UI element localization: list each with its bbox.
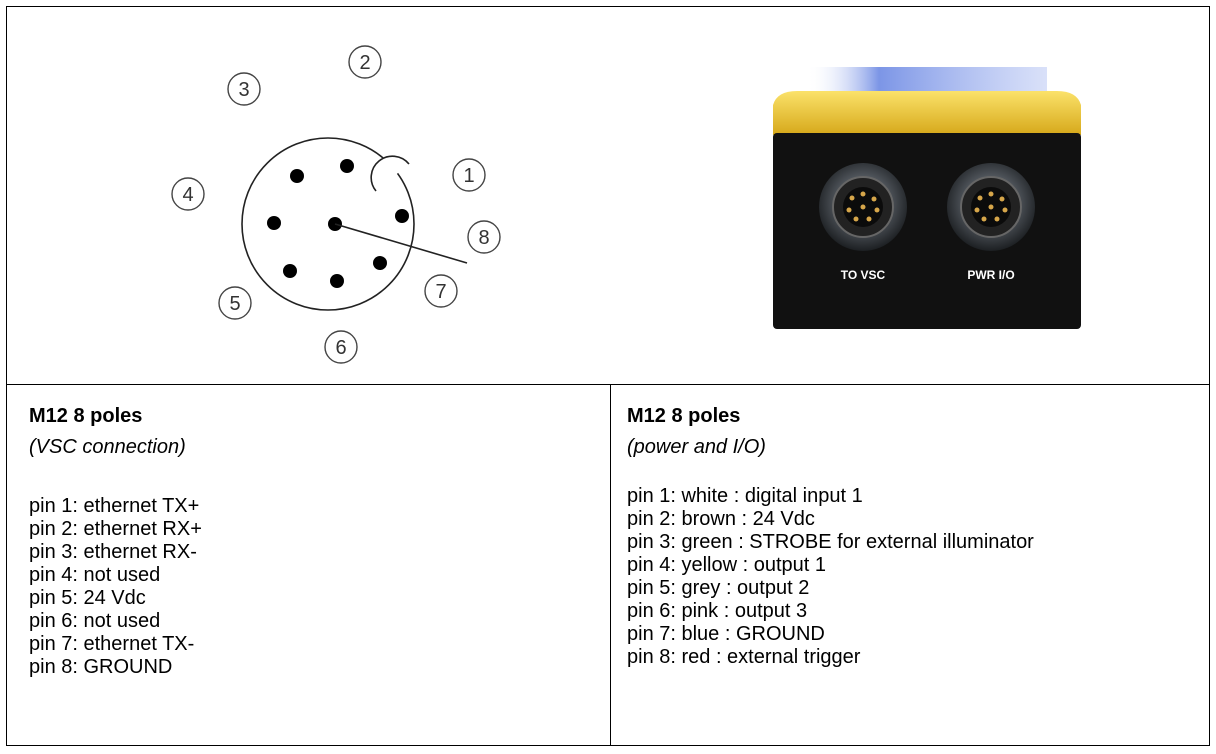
list-item: pin 2: ethernet RX+ (29, 518, 202, 540)
pin-label-7: 7 (424, 274, 458, 308)
left-title: M12 8 poles (29, 405, 143, 427)
list-item: pin 7: blue : GROUND (627, 623, 825, 645)
list-item: pin 8: GROUND (29, 656, 173, 678)
pin-label-8: 8 (467, 220, 501, 254)
pin-label-3: 3 (227, 72, 261, 106)
pinout-table: 1 2 3 4 5 6 7 8 (6, 6, 1210, 746)
list-item: pin 5: 24 Vdc (29, 587, 146, 609)
pin-dot-7 (373, 256, 387, 270)
svg-text:8: 8 (478, 227, 489, 249)
port-label-pwr-io: PWR I/O (967, 268, 1014, 282)
list-item: pin 6: not used (29, 610, 161, 632)
list-item: pin 1: ethernet TX+ (29, 495, 200, 517)
list-item: pin 3: green : STROBE for external illum… (627, 531, 1034, 553)
port-label-to-vsc: TO VSC (841, 268, 886, 282)
svg-text:6: 6 (335, 337, 346, 359)
right-title: M12 8 poles (627, 405, 741, 427)
connector-pin-diagram: 1 2 3 4 5 6 7 8 (171, 45, 501, 364)
svg-text:7: 7 (435, 281, 446, 303)
pin-dot-4 (267, 216, 281, 230)
svg-text:5: 5 (229, 293, 240, 315)
list-item: pin 6: pink : output 3 (627, 600, 808, 622)
yellow-housing (773, 91, 1081, 135)
list-item: pin 7: ethernet TX- (29, 633, 195, 655)
pin-dot-2 (340, 159, 354, 173)
right-pin-list: pin 1: white : digital input 1 pin 2: br… (627, 485, 1207, 669)
pin-dot-6 (330, 274, 344, 288)
pin-label-5: 5 (218, 286, 252, 320)
list-item: pin 8: red : external trigger (627, 646, 861, 668)
pin-label-2: 2 (348, 45, 382, 79)
pin-label-1: 1 (452, 158, 486, 192)
list-item: pin 2: brown : 24 Vdc (627, 508, 815, 530)
svg-text:2: 2 (359, 52, 370, 74)
svg-text:1: 1 (463, 165, 474, 187)
list-item: pin 4: yellow : output 1 (627, 554, 827, 576)
svg-text:4: 4 (182, 184, 193, 206)
device-connector-photo: TO VSC PWR I/O (773, 67, 1081, 329)
list-item: pin 4: not used (29, 564, 161, 586)
pin-label-4: 4 (171, 177, 205, 211)
list-item: pin 1: white : digital input 1 (627, 485, 863, 507)
list-item: pin 3: ethernet RX- (29, 541, 197, 563)
power-io-column: M12 8 poles (power and I/O) pin 1: white… (627, 405, 1207, 669)
list-item: pin 5: grey : output 2 (627, 577, 810, 599)
right-subtitle: (power and I/O) (627, 436, 766, 458)
pin-dot-3 (290, 169, 304, 183)
row-divider (7, 384, 1209, 385)
column-divider (610, 385, 611, 745)
pin-label-6: 6 (324, 330, 358, 364)
svg-text:3: 3 (238, 79, 249, 101)
left-pin-list: pin 1: ethernet TX+ pin 2: ethernet RX+ … (29, 495, 589, 679)
pin-dot-1 (395, 209, 409, 223)
left-subtitle: (VSC connection) (29, 436, 186, 458)
vsc-connection-column: M12 8 poles (VSC connection) pin 1: ethe… (29, 405, 589, 679)
pin-dot-5 (283, 264, 297, 278)
black-housing (773, 133, 1081, 329)
